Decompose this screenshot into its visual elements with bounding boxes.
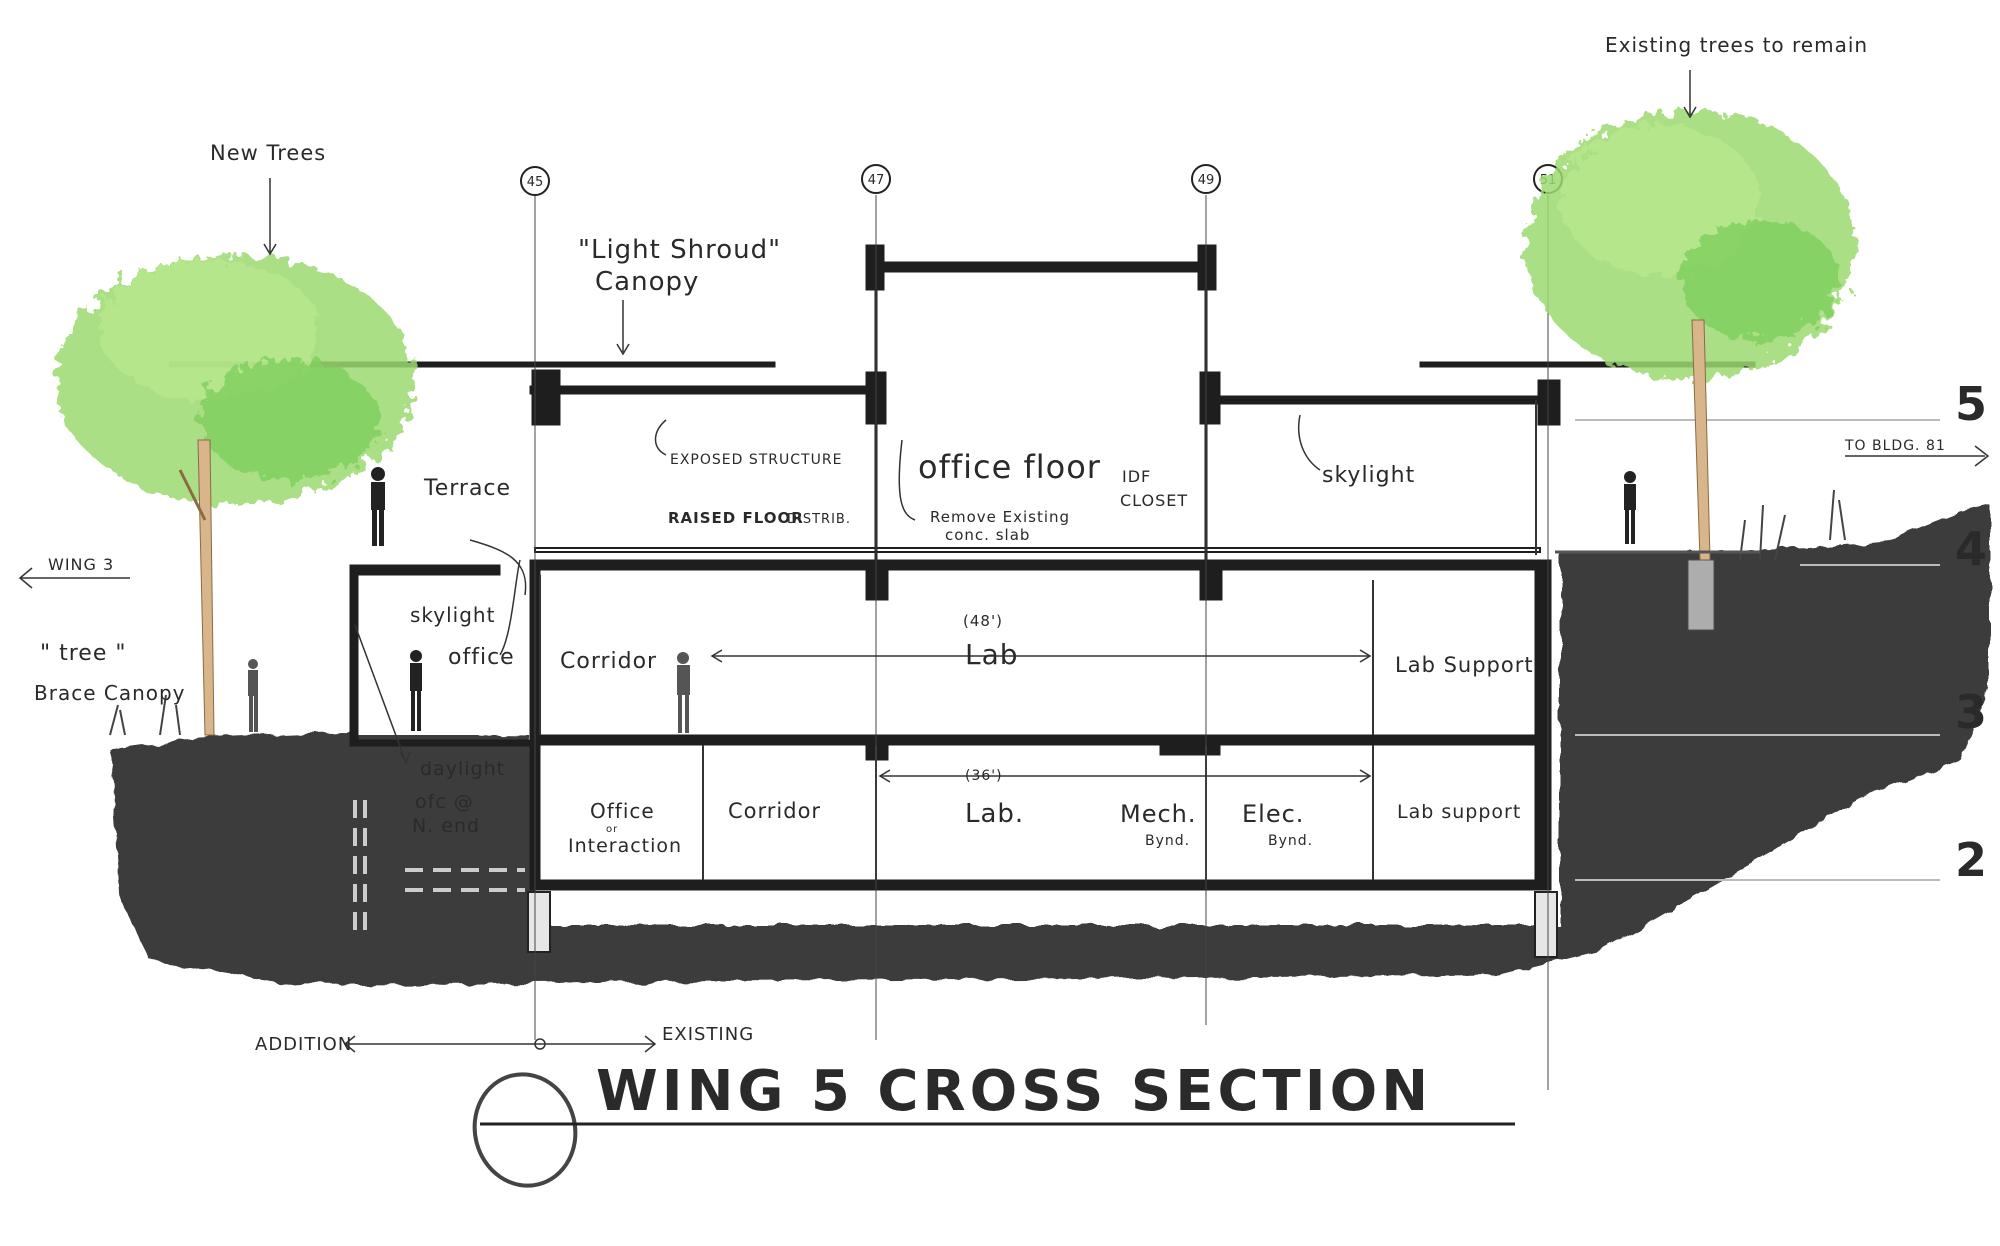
grid-label-49: 49 bbox=[1198, 173, 1215, 188]
label-wing3: WING 3 bbox=[48, 555, 114, 574]
label-remove-slab-2: conc. slab bbox=[945, 526, 1030, 544]
label-existing-trees: Existing trees to remain bbox=[1605, 33, 1868, 57]
label-tree-canopy-1: " tree " bbox=[40, 641, 126, 666]
level-lines bbox=[1575, 419, 1940, 881]
label-tree-canopy-2: Brace Canopy bbox=[34, 681, 186, 705]
level-3: 3 bbox=[1955, 685, 1987, 739]
level-2: 2 bbox=[1955, 833, 1987, 887]
label-mech-2: Bynd. bbox=[1145, 833, 1190, 849]
level-4: 4 bbox=[1955, 522, 1987, 576]
labels: New Trees Existing trees to remain "Ligh… bbox=[34, 33, 1946, 1055]
daylight-duct bbox=[353, 800, 525, 930]
label-lab-support-l3: Lab Support bbox=[1395, 653, 1534, 677]
partitions bbox=[539, 400, 1537, 880]
label-idf-2: CLOSET bbox=[1120, 491, 1188, 510]
label-office-l2-3: Interaction bbox=[568, 835, 682, 857]
label-elec-1: Elec. bbox=[1242, 800, 1304, 828]
level-5: 5 bbox=[1955, 377, 1987, 431]
label-office-l2-1: Office bbox=[590, 799, 655, 823]
label-skylight-left: skylight bbox=[410, 603, 495, 627]
drawing-title: WING 5 CROSS SECTION bbox=[596, 1059, 1432, 1124]
label-new-trees: New Trees bbox=[210, 141, 326, 165]
title-block: WING 5 CROSS SECTION bbox=[472, 1059, 1515, 1188]
label-raised-floor: RAISED FLOOR bbox=[668, 509, 804, 527]
grid-bubbles bbox=[520, 164, 1563, 196]
label-exposed-structure: EXPOSED STRUCTURE bbox=[670, 452, 842, 468]
label-lab-l3-dim: (48') bbox=[963, 612, 1003, 630]
label-elec-2: Bynd. bbox=[1268, 833, 1313, 849]
label-daylight-2: ofc @ bbox=[415, 791, 474, 813]
label-lab-l2-dim: (36') bbox=[965, 768, 1003, 784]
label-canopy-line1: "Light Shroud" bbox=[578, 235, 781, 265]
grid-label-47: 47 bbox=[868, 173, 885, 188]
grid-label-45: 45 bbox=[527, 175, 544, 190]
label-lab-l2: Lab. bbox=[965, 799, 1024, 829]
label-mech-1: Mech. bbox=[1120, 800, 1197, 828]
label-corridor-l2: Corridor bbox=[728, 799, 821, 823]
label-skylight-right: skylight bbox=[1322, 463, 1415, 488]
label-lab-l3: Lab bbox=[965, 638, 1019, 671]
label-addition: ADDITION bbox=[255, 1034, 352, 1055]
shrubs bbox=[109, 489, 1846, 736]
person-corridor bbox=[677, 652, 690, 733]
foundation-piers bbox=[527, 891, 1558, 958]
label-terrace: Terrace bbox=[423, 476, 511, 501]
title-bubble bbox=[472, 1072, 578, 1188]
label-office-l3: office bbox=[448, 645, 515, 670]
leaders bbox=[18, 70, 1990, 1053]
label-to-bldg: TO BLDG. 81 bbox=[1844, 438, 1946, 454]
label-office-l2-2: or bbox=[606, 824, 618, 835]
label-idf-1: IDF bbox=[1122, 467, 1151, 486]
existing-tree bbox=[1525, 110, 1855, 631]
label-daylight-3: N. end bbox=[412, 815, 480, 837]
new-tree bbox=[55, 255, 415, 736]
label-canopy-line2: Canopy bbox=[595, 267, 699, 297]
person-office bbox=[410, 650, 422, 731]
label-daylight-1: daylight bbox=[420, 758, 505, 780]
person-outside-left bbox=[248, 659, 258, 732]
person-outside-right bbox=[1624, 471, 1636, 544]
label-lab-support-l2: Lab support bbox=[1397, 801, 1521, 823]
label-raised-floor-distrib: DISTRIB. bbox=[787, 512, 851, 527]
label-existing: EXISTING bbox=[662, 1024, 754, 1045]
people bbox=[248, 467, 1636, 733]
label-corridor-l3: Corridor bbox=[560, 649, 657, 674]
grid-lines bbox=[534, 195, 1549, 1090]
label-office-floor: office floor bbox=[918, 448, 1101, 486]
person-terrace bbox=[371, 467, 385, 546]
label-remove-slab-1: Remove Existing bbox=[930, 508, 1070, 526]
